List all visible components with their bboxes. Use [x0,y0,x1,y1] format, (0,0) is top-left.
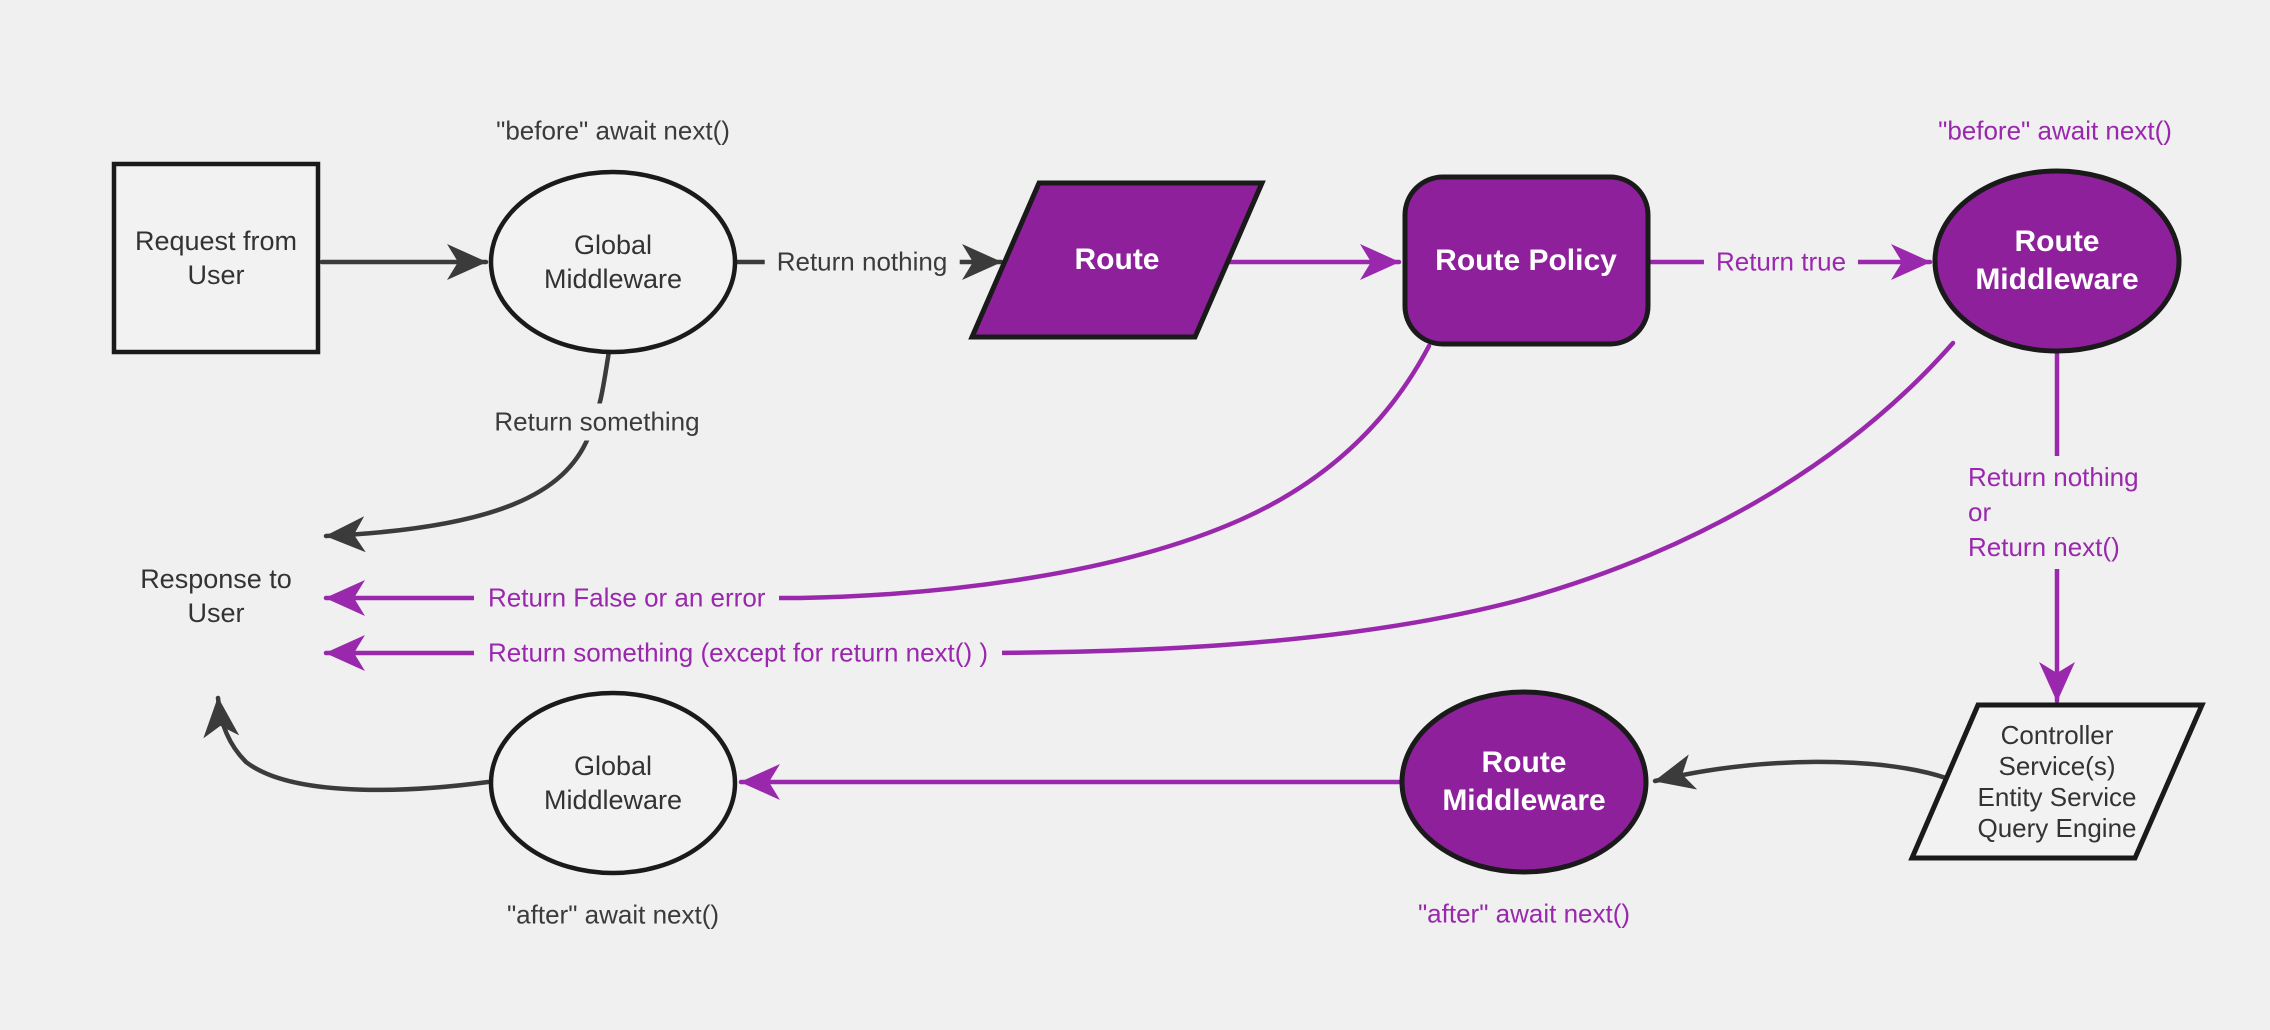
edge-global-middleware-return-something-to-response [323,348,612,553]
edge-global-middleware-bottom-to-response [203,695,491,793]
global-middleware-top-node-shape [488,169,738,355]
edge-route-policy-return-false-to-response [323,343,1432,616]
edge-route-middleware-return-something-to-response [323,340,1956,671]
route-node-shape [968,180,1266,340]
route-policy-node-shape [1402,174,1651,347]
global-middleware-bottom-node-shape [488,690,738,876]
route-middleware-top-node-shape [1932,168,2182,354]
controller-node-shape [1908,702,2206,861]
edge-controller-to-route-middleware-bottom [1652,754,1949,790]
route-middleware-bottom-node-shape [1399,689,1649,875]
request-node-shape [111,161,321,355]
